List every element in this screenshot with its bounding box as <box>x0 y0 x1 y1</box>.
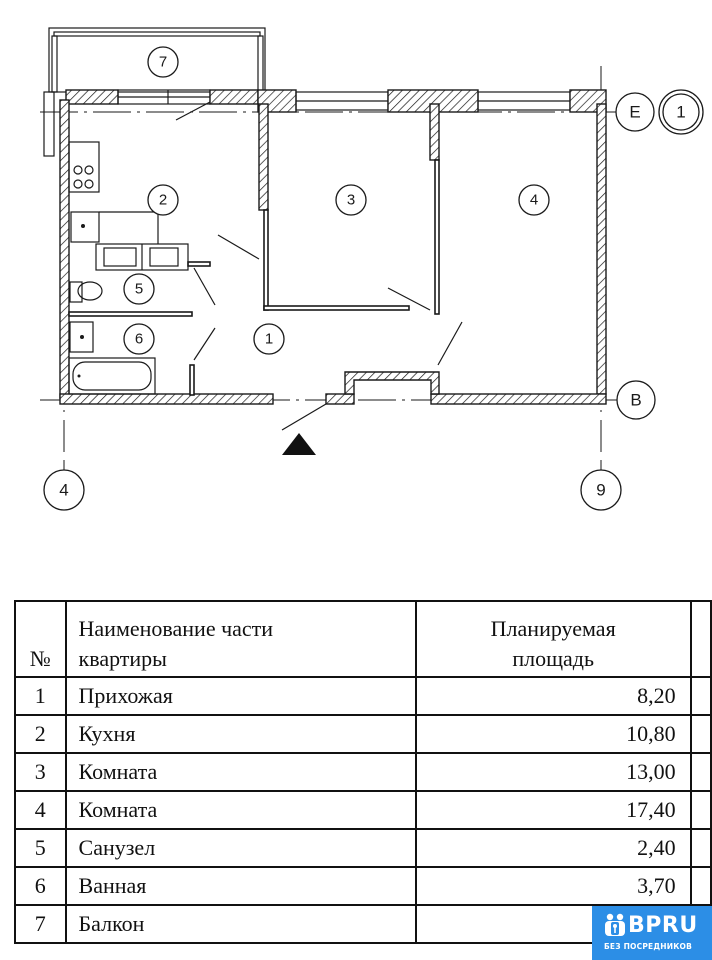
row-name: Прихожая <box>64 676 417 716</box>
svg-text:4: 4 <box>530 192 538 209</box>
svg-text:1: 1 <box>676 103 685 122</box>
svg-text:6: 6 <box>135 331 143 348</box>
svg-text:9: 9 <box>596 481 605 500</box>
axis-marker-e: E <box>615 92 655 132</box>
row-extra <box>689 714 712 754</box>
row-name: Санузел <box>64 828 417 868</box>
bpru-logo[interactable]: BPRU БЕЗ ПОСРЕДНИКОВ <box>592 906 712 960</box>
row-name: Комната <box>64 790 417 830</box>
table-row: 4 Комната 17,40 <box>14 790 712 830</box>
section-marker-1: 1 <box>658 89 704 135</box>
table-row: 6 Ванная 3,70 <box>14 866 712 906</box>
room-marker-7: 7 <box>147 46 179 78</box>
table-row: 3 Комната 13,00 <box>14 752 712 792</box>
row-name: Ванная <box>64 866 417 906</box>
header-extra <box>689 600 712 678</box>
header-area: Планируемая площадь <box>414 600 692 678</box>
row-area: 17,40 <box>414 790 692 830</box>
row-num: 3 <box>14 752 67 792</box>
svg-text:3: 3 <box>347 192 355 209</box>
row-area: 2,40 <box>414 828 692 868</box>
axis-marker-4: 4 <box>43 469 85 511</box>
kitchen-fixtures <box>68 141 189 271</box>
row-extra <box>689 752 712 792</box>
header-num: № <box>14 600 67 678</box>
rooms-table: № Наименование части квартиры Планируема… <box>14 600 712 944</box>
table-header-row: № Наименование части квартиры Планируема… <box>14 600 712 678</box>
row-num: 7 <box>14 904 67 944</box>
room-marker-1: 1 <box>253 323 285 355</box>
row-area: 8,20 <box>414 676 692 716</box>
door-swings <box>175 101 463 431</box>
top-wall <box>65 89 607 113</box>
row-area: 3,70 <box>414 866 692 906</box>
row-num: 4 <box>14 790 67 830</box>
row-name: Кухня <box>64 714 417 754</box>
logo-tagline: БЕЗ ПОСРЕДНИКОВ <box>604 942 693 951</box>
table-row: 5 Санузел 2,40 <box>14 828 712 868</box>
row-extra <box>689 828 712 868</box>
row-num: 1 <box>14 676 67 716</box>
svg-text:B: B <box>630 391 641 410</box>
logo-name: BPRU <box>628 913 698 938</box>
row-num: 2 <box>14 714 67 754</box>
table-row: 1 Прихожая 8,20 <box>14 676 712 716</box>
svg-text:E: E <box>629 103 640 122</box>
svg-text:5: 5 <box>135 281 143 298</box>
bathroom-fixtures <box>68 281 156 395</box>
floor-plan: 7 2 3 4 5 6 1 E 1 B 4 9 <box>40 27 704 511</box>
row-name: Балкон <box>64 904 417 944</box>
interior-walls <box>68 103 440 396</box>
svg-text:7: 7 <box>159 54 167 71</box>
svg-text:2: 2 <box>159 192 167 209</box>
svg-text:4: 4 <box>59 481 68 500</box>
row-num: 6 <box>14 866 67 906</box>
room-marker-2: 2 <box>147 184 179 216</box>
axis-marker-9: 9 <box>580 469 622 511</box>
row-extra <box>689 676 712 716</box>
row-name: Комната <box>64 752 417 792</box>
outer-walls <box>43 91 607 405</box>
header-name: Наименование части квартиры <box>64 600 417 678</box>
axis-lines <box>40 66 620 470</box>
people-key-icon <box>605 913 625 936</box>
row-area: 10,80 <box>414 714 692 754</box>
row-extra <box>689 790 712 830</box>
axis-marker-b: B <box>616 380 656 420</box>
row-extra <box>689 866 712 906</box>
room-marker-5: 5 <box>123 273 155 305</box>
table-row: 2 Кухня 10,80 <box>14 714 712 754</box>
row-num: 5 <box>14 828 67 868</box>
row-area: 13,00 <box>414 752 692 792</box>
room-marker-6: 6 <box>123 323 155 355</box>
room-marker-3: 3 <box>335 184 367 216</box>
entrance-triangle-icon <box>282 433 316 455</box>
svg-text:1: 1 <box>265 331 273 348</box>
room-marker-4: 4 <box>518 184 550 216</box>
